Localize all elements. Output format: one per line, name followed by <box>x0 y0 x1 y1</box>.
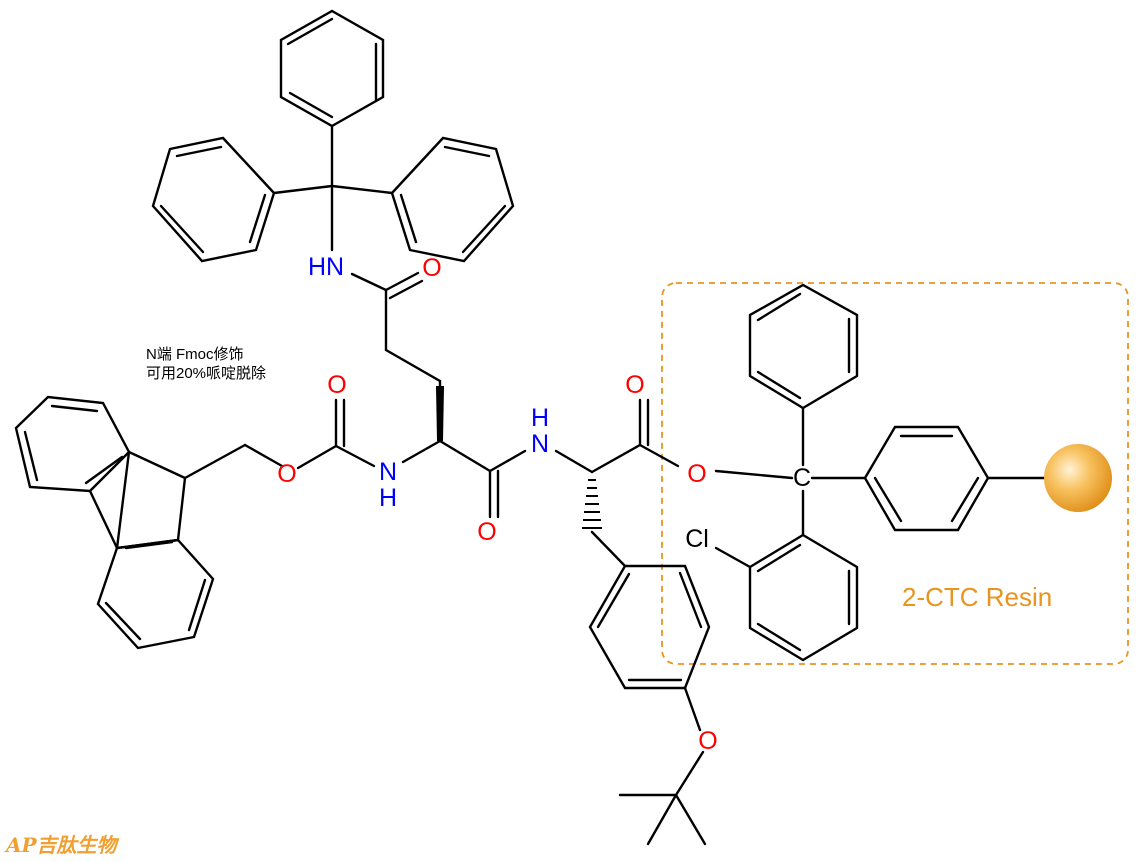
atom-n-tyr: N <box>531 430 549 458</box>
atom-n-glu: N <box>379 458 397 486</box>
atom-o-ester-link: O <box>687 460 706 488</box>
atom-hn-side: HN <box>308 253 344 281</box>
chlorotrityl-linker <box>714 283 1047 662</box>
atom-cl: Cl <box>685 525 709 553</box>
trityl-group-top <box>151 9 515 263</box>
atom-labels: HN O O O N H O H N O O C Cl O <box>277 253 811 755</box>
atom-o-amide: O <box>477 518 496 546</box>
atom-h-tyr: H <box>531 404 549 432</box>
atom-o-side: O <box>422 254 441 282</box>
fmoc-note-line2: 可用20%哌啶脱除 <box>146 365 266 382</box>
atom-o-tbu: O <box>698 727 717 755</box>
tyrosine-side-chain <box>588 564 711 846</box>
resin-bead <box>1044 444 1112 512</box>
atom-o-ester-top: O <box>625 371 644 399</box>
atom-o-carbamate-ester: O <box>277 460 296 488</box>
fmoc-group <box>14 395 284 650</box>
atom-h-glu: H <box>379 484 397 512</box>
resin-label: 2-CTC Resin <box>902 582 1052 612</box>
atom-c-trityl: C <box>793 464 811 492</box>
watermark-logo: AP吉肽生物 <box>4 833 120 857</box>
fmoc-note-line1: N端 Fmoc修饰 <box>146 346 244 363</box>
peptide-backbone <box>296 398 680 568</box>
atom-o-carbamate-top: O <box>327 371 346 399</box>
glutamine-side-chain <box>350 271 444 443</box>
